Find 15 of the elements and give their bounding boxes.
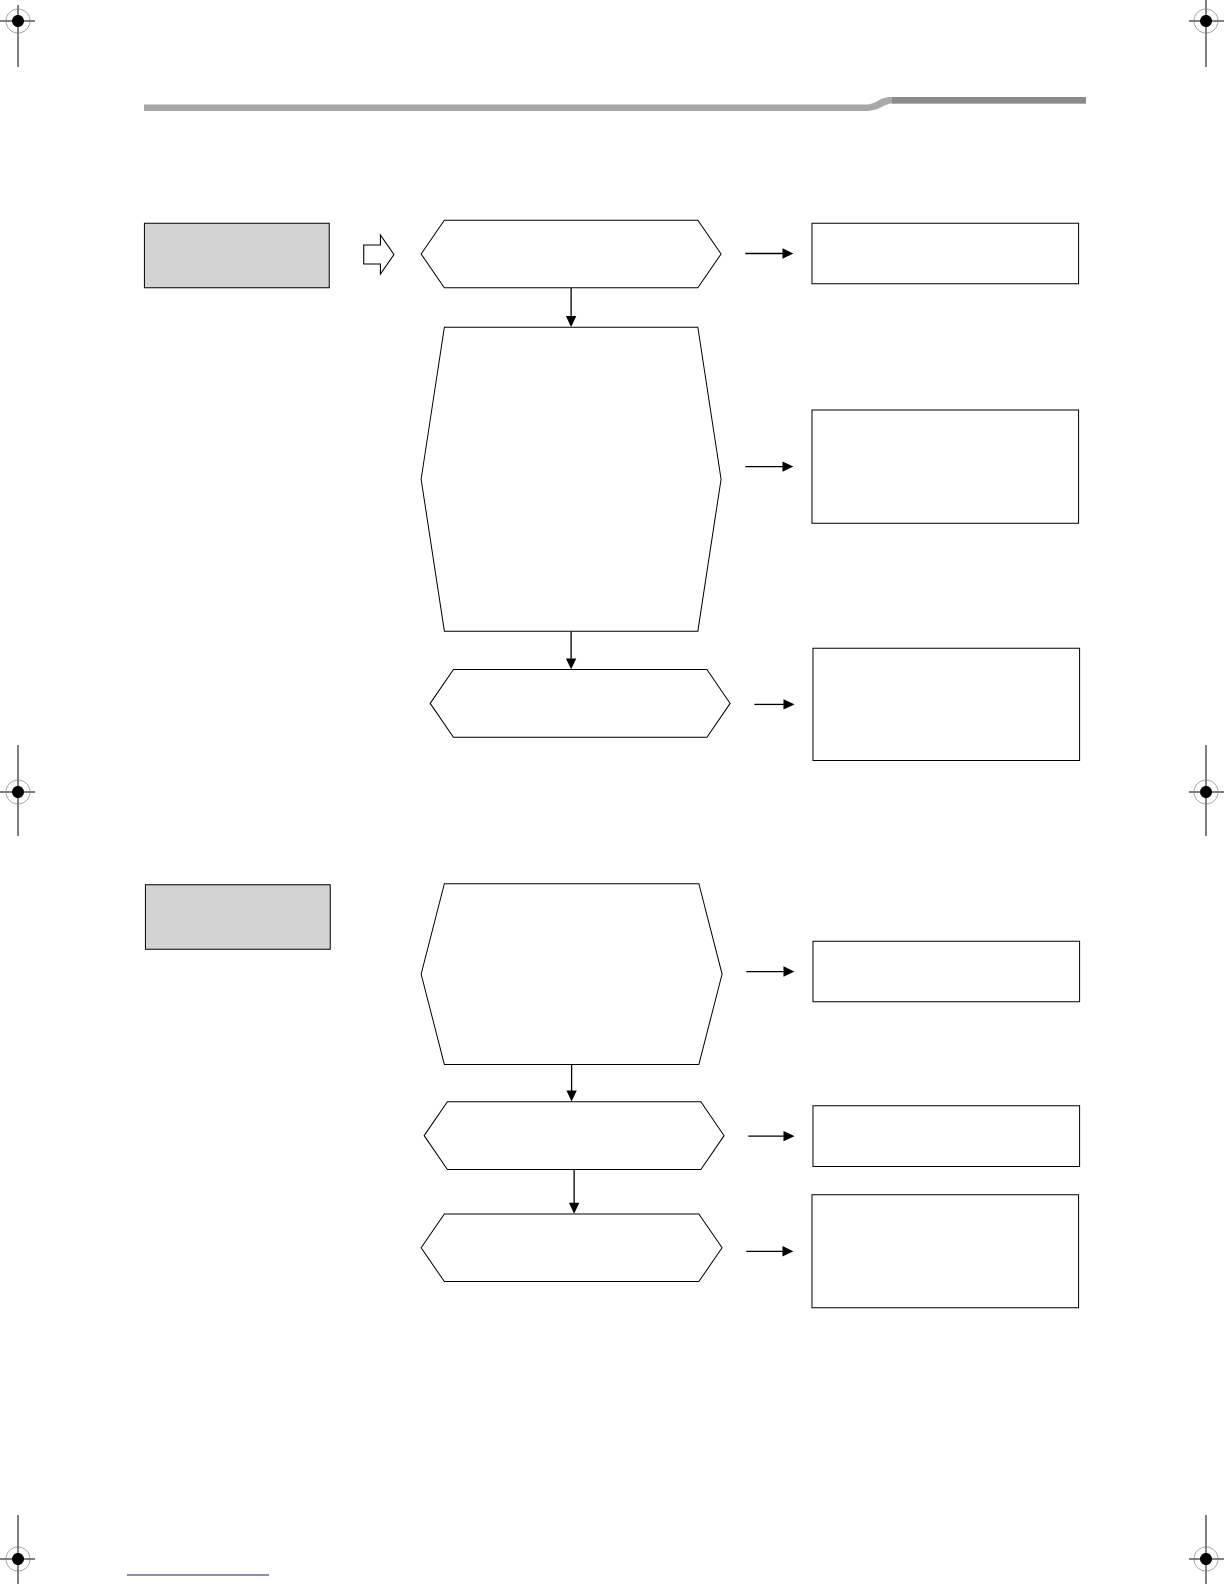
box xyxy=(812,647,1081,761)
box xyxy=(811,409,1080,524)
hexagon xyxy=(420,1213,723,1283)
hexagon xyxy=(429,669,731,738)
hexagon xyxy=(420,883,723,1065)
box xyxy=(811,222,1080,285)
hexagon xyxy=(420,326,722,632)
box xyxy=(812,1105,1081,1167)
shaded-box xyxy=(143,222,330,289)
block-arrow xyxy=(363,233,395,276)
hexagon xyxy=(420,219,722,289)
shaded-box xyxy=(144,884,331,950)
box xyxy=(811,1194,1080,1309)
box xyxy=(812,940,1081,1003)
hexagon xyxy=(423,1101,725,1170)
